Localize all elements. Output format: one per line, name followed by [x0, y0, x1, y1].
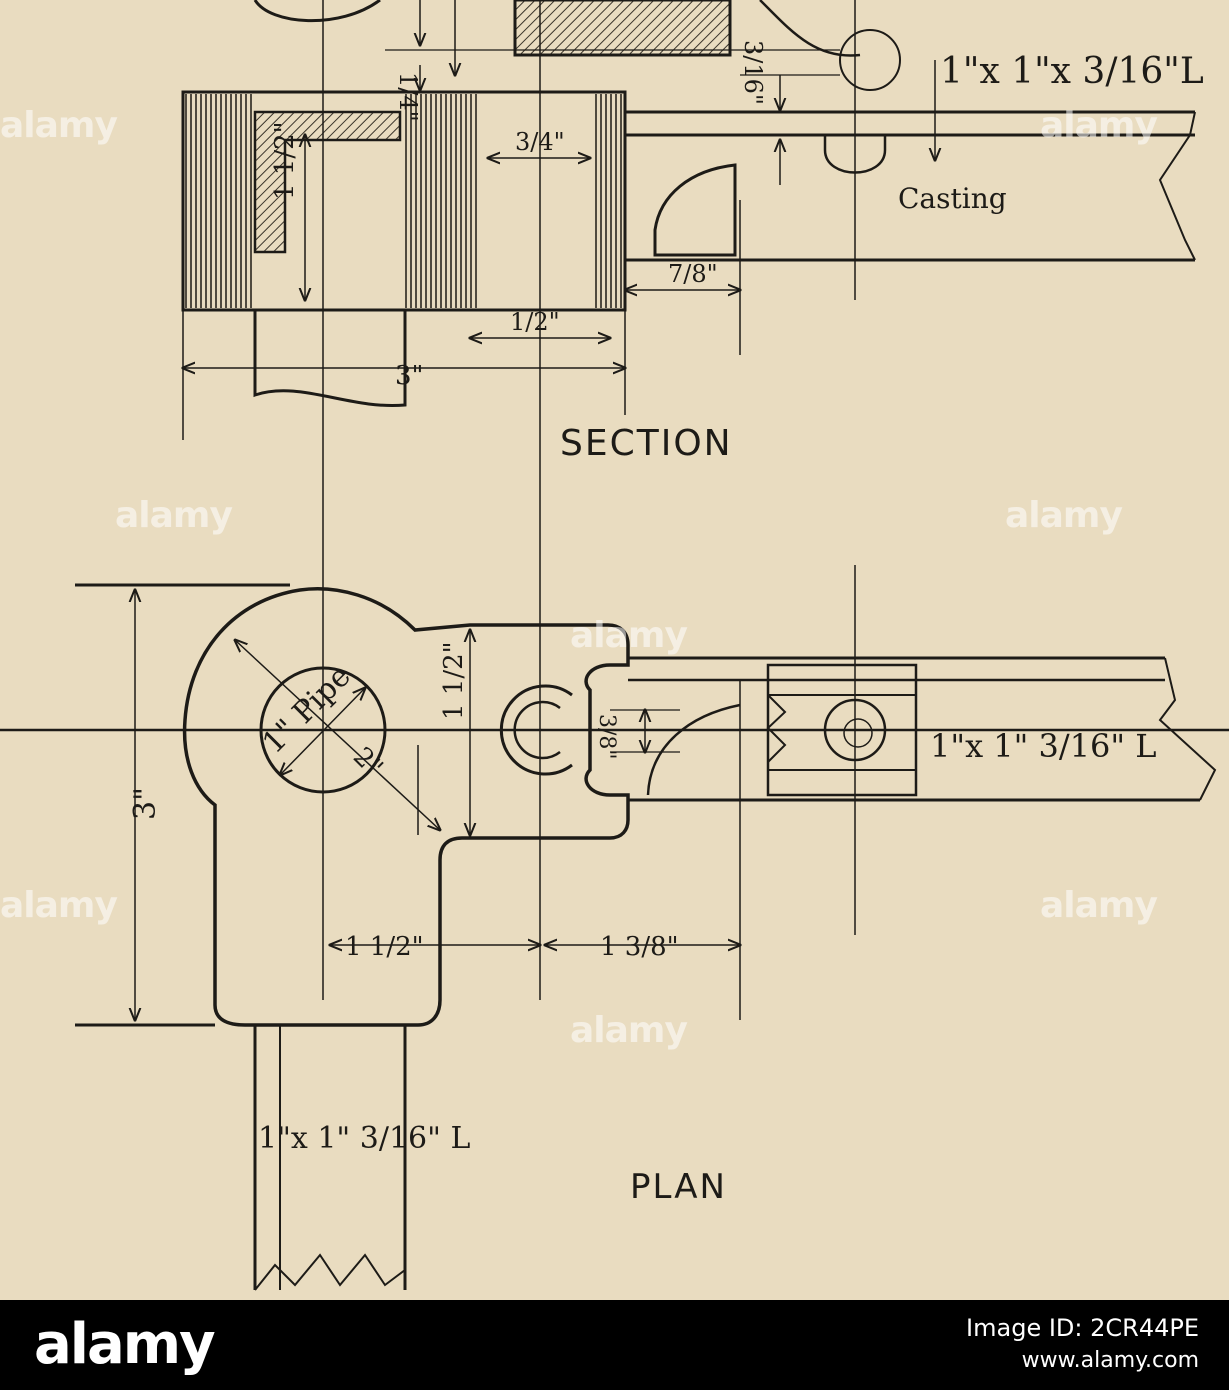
- dim-seven-eighths-label: 7/8": [668, 260, 718, 288]
- drawing-stage: 1"x 1"x 3/16"L Casting 1/4" 3/16" 3/4" 1…: [0, 0, 1229, 1300]
- angle-size-label-top: 1"x 1"x 3/16"L: [940, 51, 1204, 92]
- dim-quarter-label: 1/4": [394, 72, 422, 122]
- dim-one-three-eighths-label: 1 3/8": [600, 932, 679, 962]
- dim-three-quarters-label: 3/4": [515, 128, 565, 156]
- section-caption: SECTION: [560, 423, 733, 464]
- site-url-label: www.alamy.com: [1021, 1348, 1199, 1373]
- plan-caption: PLAN: [630, 1167, 727, 1207]
- casting-label: Casting: [898, 182, 1007, 215]
- dim-one-half-plan-label: 1 1/2": [345, 932, 424, 962]
- footer-bar: alamy Image ID: 2CR44PE www.alamy.com: [0, 1300, 1229, 1390]
- dim-one-half-vertical-label: 1 1/2": [270, 121, 300, 200]
- plan-view: [0, 565, 1229, 1291]
- watermark-text: alamy: [570, 615, 688, 656]
- watermark-text: alamy: [1040, 105, 1158, 146]
- dim-one-half-label: 1/2": [510, 308, 560, 336]
- dim-three-inch-plan-label: 3": [128, 787, 163, 820]
- footer-logo: alamy: [34, 1312, 216, 1377]
- engineering-drawing: 1"x 1"x 3/16"L Casting 1/4" 3/16" 3/4" 1…: [0, 0, 1229, 1291]
- angle-size-label-plan-bottom: 1"x 1" 3/16" L: [258, 1121, 470, 1156]
- dim-three-eighths-label: 3/8": [594, 714, 619, 760]
- watermark-text: alamy: [1005, 495, 1123, 536]
- dim-one-half-plan-vertical-label: 1 1/2": [439, 641, 469, 720]
- dim-three-inch-label: 3": [395, 361, 424, 391]
- angle-size-label-plan-right: 1"x 1" 3/16" L: [930, 727, 1157, 765]
- image-id-label: Image ID: 2CR44PE: [966, 1314, 1199, 1342]
- watermark-text: alamy: [0, 105, 118, 146]
- watermark-text: alamy: [1040, 885, 1158, 926]
- dim-three-sixteenths-label: 3/16": [739, 40, 767, 105]
- section-view: [181, 0, 1196, 1000]
- watermark-text: alamy: [0, 885, 118, 926]
- watermark-text: alamy: [115, 495, 233, 536]
- watermark-text: alamy: [570, 1010, 688, 1051]
